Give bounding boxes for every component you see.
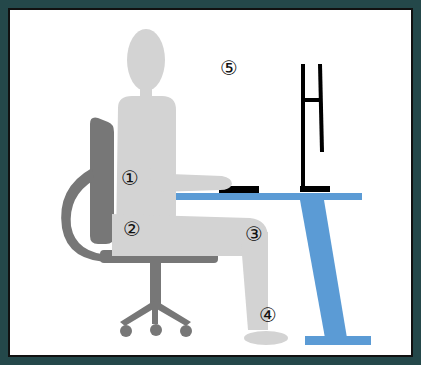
desk — [176, 193, 371, 345]
callout-number: ② — [123, 219, 141, 239]
person — [112, 29, 288, 345]
callout-number: ③ — [245, 224, 263, 244]
callout-number: ⑤ — [220, 58, 238, 78]
monitor — [300, 64, 330, 192]
callout-number: ④ — [259, 305, 277, 325]
callout-number: ① — [121, 168, 139, 188]
